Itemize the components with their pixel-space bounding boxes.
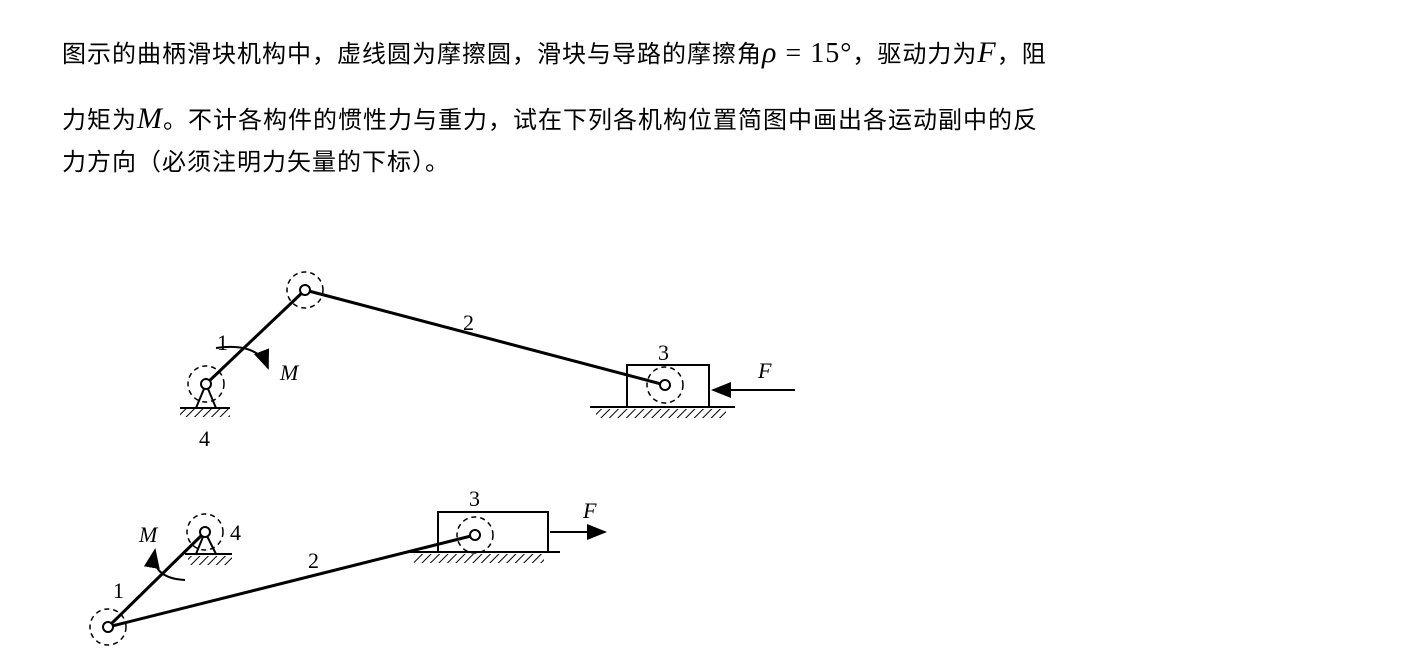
slider-label: 3 xyxy=(658,340,669,365)
frame-label: 4 xyxy=(230,520,241,545)
moment-symbol: M xyxy=(137,102,163,135)
moment-label: M xyxy=(138,522,159,547)
moment-label: M xyxy=(279,360,300,385)
slider-label: 3 xyxy=(469,486,480,511)
figure-1 xyxy=(180,271,795,418)
force-symbol: F xyxy=(977,36,997,69)
link-1-label: 1 xyxy=(113,578,124,603)
angle-value: = 15° xyxy=(777,38,853,69)
force-label: F xyxy=(582,498,597,523)
problem-line-3: 力方向（必须注明力矢量的下标）。 xyxy=(62,148,450,176)
text: 。不计各构件的惯性力与重力，试在下列各机构位置简图中画出各运动副中的反 xyxy=(163,106,1038,134)
text: 力矩为 xyxy=(62,106,137,134)
link-2-label: 2 xyxy=(308,548,319,573)
force-label: F xyxy=(757,358,772,383)
rho-symbol: ρ xyxy=(762,36,778,69)
text: 图示的曲柄滑块机构中，虚线圆为摩擦圆，滑块与导路的摩擦角 xyxy=(62,40,762,68)
text: ，阻 xyxy=(996,40,1047,68)
problem-line-2: 力矩为M。不计各构件的惯性力与重力，试在下列各机构位置简图中画出各运动副中的反 xyxy=(62,100,1038,136)
link-2-label: 2 xyxy=(463,310,474,335)
text: ，驱动力为 xyxy=(852,40,978,68)
figure-2 xyxy=(89,511,607,646)
link-1-label: 1 xyxy=(217,330,228,355)
frame-label: 4 xyxy=(199,426,210,451)
problem-line-1: 图示的曲柄滑块机构中，虚线圆为摩擦圆，滑块与导路的摩擦角ρ = 15°，驱动力为… xyxy=(62,34,1047,70)
